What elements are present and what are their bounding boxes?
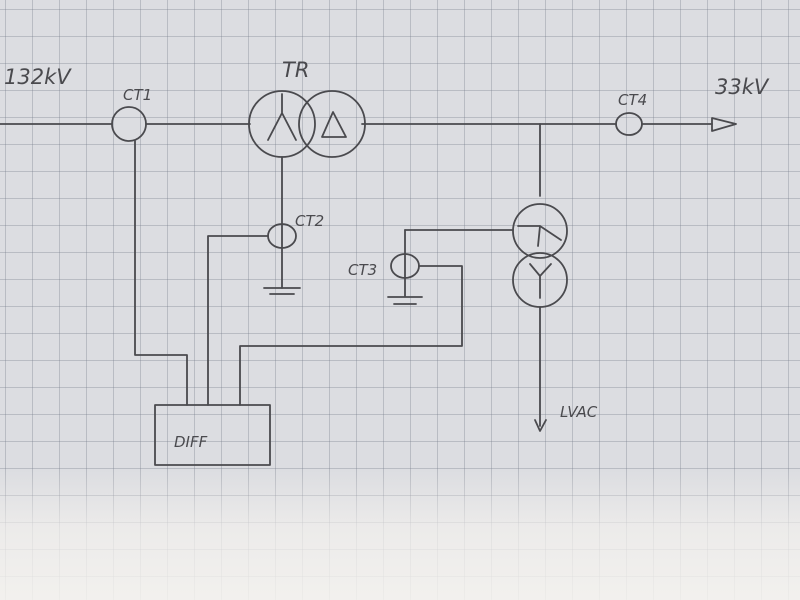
- zigzag-winding-icon: [517, 225, 562, 247]
- lvac-label: LVAC: [560, 403, 598, 421]
- ct2-secondary-wire: [207, 235, 269, 406]
- earthing-transformer: [512, 203, 568, 308]
- star-winding-icon: [529, 263, 552, 299]
- relay-label: DIFF: [174, 433, 208, 451]
- ct3-secondary-wire: [239, 265, 463, 406]
- ct4-label: CT4: [618, 91, 647, 109]
- tr-lv-winding: [298, 90, 366, 158]
- lv-voltage-label: 33kV: [715, 75, 770, 99]
- diff-relay-box: [154, 404, 271, 466]
- paper-shade: [0, 470, 800, 600]
- neutral-earth-icon: [263, 287, 301, 295]
- delta-winding-icon: [321, 111, 347, 138]
- ct4-symbol: [615, 112, 643, 136]
- star-winding-icon: [267, 93, 297, 141]
- ct1-secondary-wire: [134, 140, 188, 406]
- ct1-label: CT1: [123, 86, 152, 104]
- earthing-tr-primary: [512, 203, 568, 259]
- ct3-label: CT3: [348, 261, 377, 279]
- hv-voltage-label: 132kV: [4, 65, 72, 89]
- main-transformer: [248, 90, 366, 158]
- transformer-label: TR: [282, 58, 309, 82]
- ett-earth-icon: [387, 296, 423, 305]
- lv-outgoing-arrow: [711, 117, 737, 132]
- ct1-symbol: [111, 106, 147, 142]
- lvac-arrow: [534, 419, 547, 432]
- ct2-label: CT2: [295, 212, 324, 230]
